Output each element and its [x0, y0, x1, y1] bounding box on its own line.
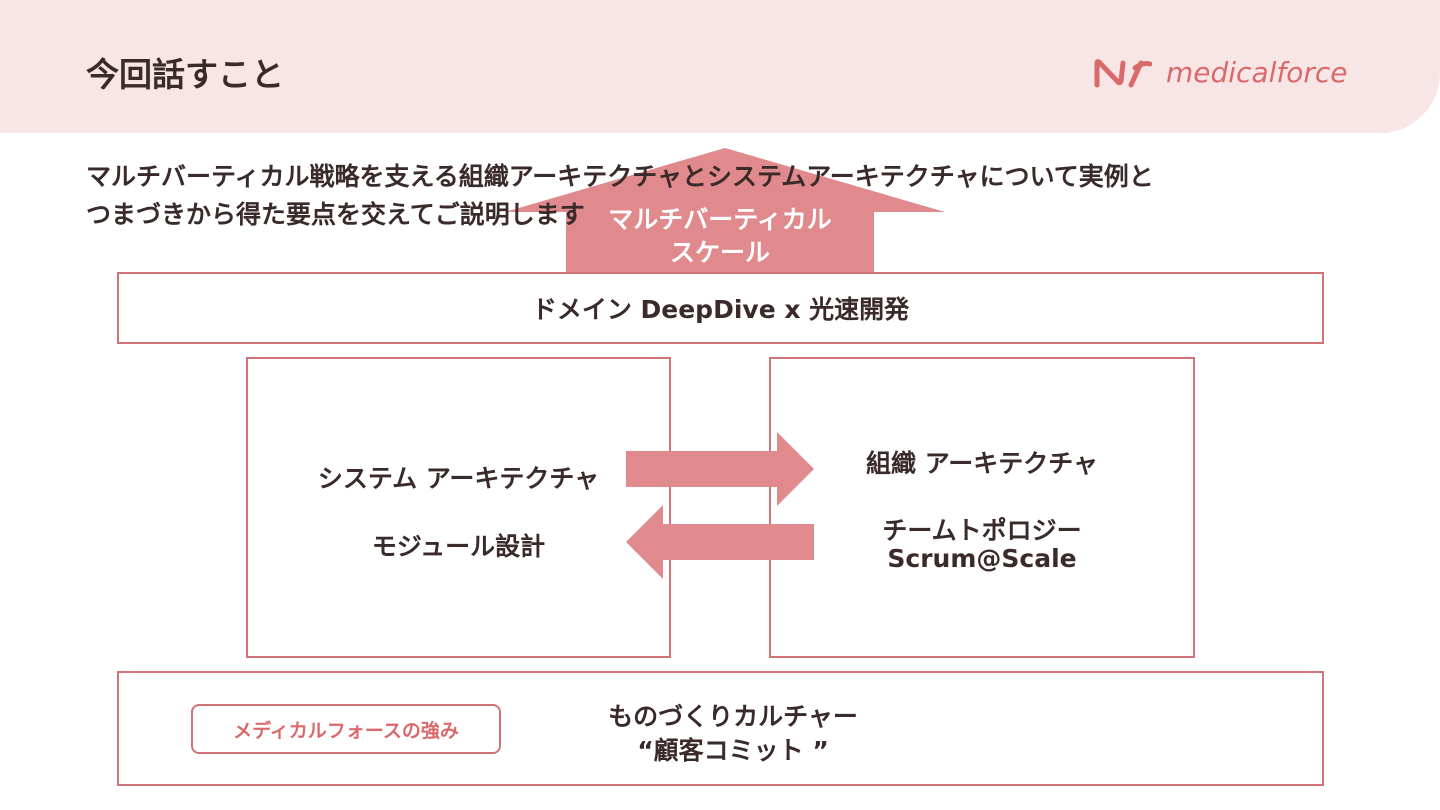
- scrum-at-scale-label: Scrum@Scale: [887, 544, 1077, 573]
- system-architecture-box: システム アーキテクチャ モジュール設計: [246, 357, 671, 658]
- culture-line-1: ものづくりカルチャー: [608, 702, 858, 731]
- up-arrow-label-line-2: スケール: [669, 238, 770, 267]
- culture-line-2: “顧客コミット ”: [637, 736, 829, 765]
- system-architecture-title: システム アーキテクチャ: [317, 464, 600, 493]
- module-design-label: モジュール設計: [371, 532, 546, 561]
- up-arrow-label-line-1: マルチバーティカル: [608, 205, 832, 234]
- org-architecture-title: 組織 アーキテクチャ: [866, 449, 1098, 478]
- domain-label: ドメイン DeepDive x 光速開発: [531, 295, 910, 324]
- up-arrow-label: マルチバーティカル スケール: [566, 203, 874, 269]
- org-architecture-box: 組織 アーキテクチャ チームトポロジー Scrum@Scale: [769, 357, 1195, 658]
- logo-mark-icon: [1094, 58, 1152, 87]
- intro-text: マルチバーティカル戦略を支える組織アーキテクチャとシステムアーキテクチャについて…: [86, 158, 1306, 234]
- culture-box: ものづくりカルチャー “顧客コミット ”: [117, 671, 1324, 786]
- medicalforce-logo: medicalforce: [1094, 56, 1348, 89]
- strength-badge: メディカルフォースの強み: [191, 704, 501, 754]
- logo-wordmark: medicalforce: [1166, 56, 1348, 89]
- intro-line-2: つまづきから得た要点を交えてご説明します: [86, 200, 585, 229]
- domain-box: ドメイン DeepDive x 光速開発: [117, 272, 1324, 344]
- page-title: 今回話すこと: [86, 55, 284, 94]
- header-band: [0, 0, 1440, 133]
- intro-line-1: マルチバーティカル戦略を支える組織アーキテクチャとシステムアーキテクチャについて…: [86, 162, 1154, 191]
- team-topology-label: チームトポロジー: [882, 516, 1082, 545]
